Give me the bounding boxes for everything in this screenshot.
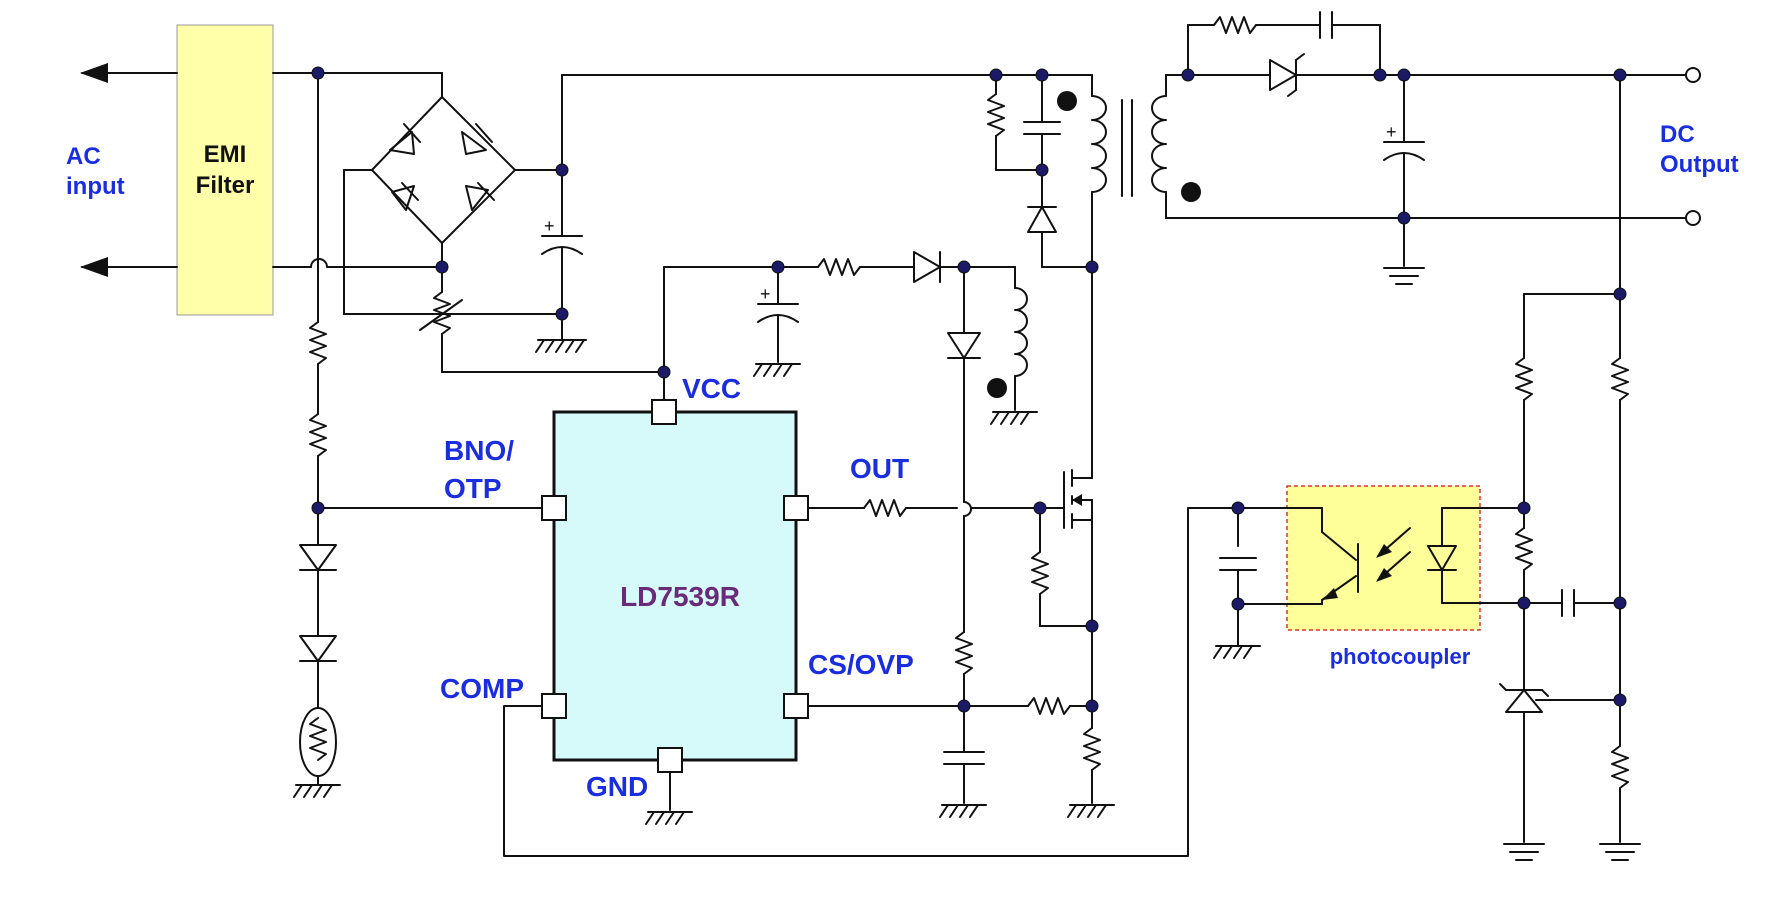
ic-ground <box>645 759 693 825</box>
mosfet <box>1031 266 1115 818</box>
dc-output-label-2: Output <box>1660 151 1739 178</box>
rcd-snubber <box>987 74 1093 268</box>
pin-bno-label-1: BNO/ <box>444 435 514 466</box>
photocoupler-block <box>1286 485 1481 631</box>
dc-output-label-1: DC <box>1660 121 1695 148</box>
photocoupler <box>1213 507 1525 659</box>
pin-csovp-label: CS/OVP <box>808 649 914 680</box>
cs-sense <box>795 697 1093 715</box>
svg-text:+: + <box>1386 122 1397 142</box>
pin-out-box <box>783 495 809 521</box>
comp-feedback-wire <box>503 507 1239 857</box>
pin-comp-box <box>541 693 567 719</box>
startup-resistor <box>419 266 665 373</box>
pin-bno-label-2: OTP <box>444 473 502 504</box>
pin-gnd-label: GND <box>586 771 648 802</box>
ic-body <box>552 410 798 762</box>
emi-filter-label-2: Filter <box>196 172 255 199</box>
svg-text:+: + <box>760 284 771 304</box>
secondary-feedback <box>1499 74 1641 861</box>
pin-csovp-box <box>783 693 809 719</box>
emi-filter-label-1: EMI <box>204 141 247 168</box>
svg-text:+: + <box>544 216 555 236</box>
emi-filter-block <box>176 24 274 316</box>
pin-vcc-label: VCC <box>682 373 741 404</box>
ac-input-label-2: input <box>66 173 125 200</box>
transformer <box>1057 74 1201 268</box>
ac-input-label-1: AC <box>66 143 101 170</box>
pin-comp-label: COMP <box>440 673 524 704</box>
pin-gnd-box <box>657 747 683 773</box>
ic-name: LD7539R <box>620 581 740 612</box>
ac-input-lines <box>80 63 443 277</box>
junction-dots <box>311 66 1627 713</box>
bno-divider <box>293 72 555 798</box>
bridge-rectifier <box>343 72 563 315</box>
gate-drive <box>795 499 1041 517</box>
photocoupler-label: photocoupler <box>1330 644 1471 669</box>
pin-vcc-box <box>651 399 677 425</box>
pin-bno-box <box>541 495 567 521</box>
pin-out-label: OUT <box>850 453 909 484</box>
